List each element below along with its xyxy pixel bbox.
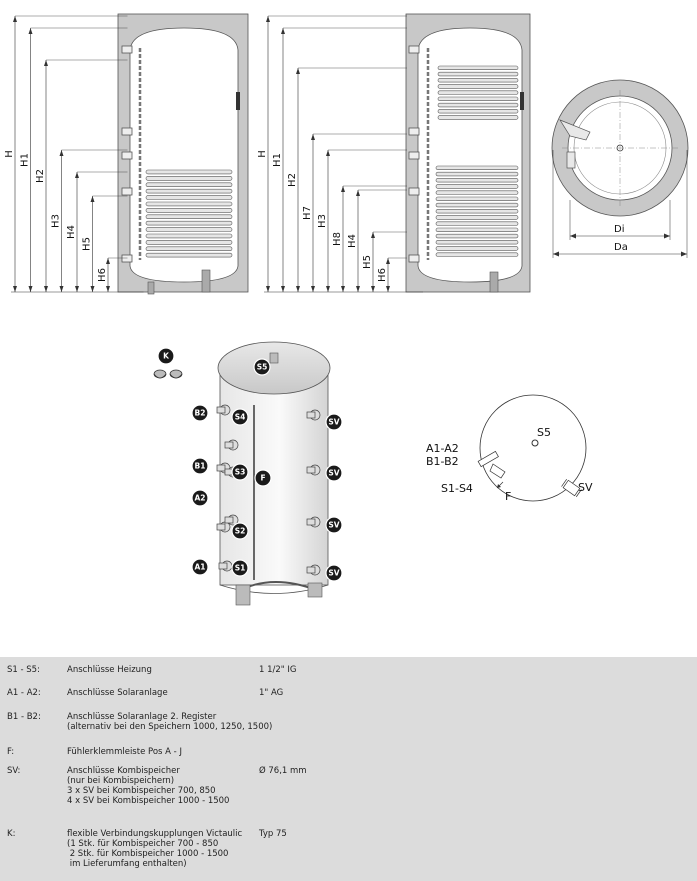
legend-description: Anschlüsse Kombispeicher: [67, 766, 180, 776]
coupling-k: [153, 369, 183, 379]
legend-description: (alternativ bei den Speichern 1000, 1250…: [67, 722, 273, 732]
badge-sv: SV: [325, 516, 343, 534]
dim-mid-h6: H6: [377, 268, 388, 282]
dim-mid-h: H: [257, 150, 268, 158]
svg-text:SV: SV: [328, 569, 339, 578]
legend-key: K:: [7, 829, 16, 839]
lower-heat-exchanger-coil: [435, 165, 519, 257]
dim-mid-h7: H7: [302, 206, 313, 220]
dim-left-h: H: [4, 150, 15, 158]
svg-text:B2: B2: [195, 409, 206, 418]
svg-text:SV: SV: [328, 418, 339, 427]
plan-label-sv: SV: [578, 481, 593, 494]
legend-key: S1 - S5:: [7, 665, 40, 675]
legend-description: 3 x SV bei Kombispeicher 700, 850: [67, 786, 216, 796]
svg-text:SV: SV: [328, 521, 339, 530]
svg-text:S4: S4: [235, 413, 246, 422]
legend-description: 2 Stk. für Kombispeicher 1000 - 1500: [67, 849, 229, 859]
badge-a2: A2: [191, 489, 209, 507]
badge-s1: S1: [231, 559, 249, 577]
badge-s5: S5: [253, 358, 271, 376]
legend-key: SV:: [7, 766, 21, 776]
svg-text:B1: B1: [195, 462, 206, 471]
badge-sv: SV: [325, 464, 343, 482]
badge-s4: S4: [231, 408, 249, 426]
badge-b2: B2: [191, 404, 209, 422]
svg-text:S1: S1: [235, 564, 246, 573]
svg-text:S5: S5: [257, 363, 268, 372]
dim-mid-h1: H1: [272, 153, 283, 167]
legend-key: B1 - B2:: [7, 712, 41, 722]
dim-mid-h8: H8: [332, 232, 343, 246]
dim-left-h4: H4: [66, 225, 77, 239]
legend-value: 1" AG: [259, 688, 284, 698]
svg-text:A2: A2: [194, 494, 205, 503]
plan-label-s5: S5: [537, 426, 551, 439]
legend-value: 1 1/2" IG: [259, 665, 297, 675]
badge-a1: A1: [191, 558, 209, 576]
legend-value: Ø 76,1 mm: [259, 766, 307, 776]
plan-label-f: F: [505, 490, 511, 503]
badge-sv: SV: [325, 564, 343, 582]
svg-text:S2: S2: [235, 527, 246, 536]
legend-key: A1 - A2:: [7, 688, 41, 698]
dim-left-h2: H2: [35, 169, 46, 183]
dim-label-di: Di: [614, 224, 624, 235]
connection-plan-view: S5 A1-A2 B1-B2 S1-S4 F SV: [426, 394, 593, 503]
badge-s2: S2: [231, 522, 249, 540]
dim-left-h5: H5: [82, 237, 93, 251]
legend-description: (1 Stk. für Kombispeicher 700 - 850: [67, 839, 219, 849]
dim-mid-h5: H5: [362, 255, 373, 269]
legend-value: Typ 75: [259, 829, 287, 839]
legend-description: Anschlüsse Solaranlage: [67, 688, 168, 698]
dim-left-h6: H6: [97, 268, 108, 282]
dim-mid-h2: H2: [287, 173, 298, 187]
dim-left-h1: H1: [20, 153, 31, 167]
plan-label-s1s4: S1-S4: [441, 482, 473, 495]
legend-description: flexible Verbindungskupplungen Victaulic: [67, 829, 243, 839]
dim-left-h3: H3: [51, 214, 62, 228]
badge-sv: SV: [325, 413, 343, 431]
badge-b1: B1: [191, 457, 209, 475]
dim-mid-h4: H4: [347, 234, 358, 248]
legend-description: 4 x SV bei Kombispeicher 1000 - 1500: [67, 796, 230, 806]
svg-text:K: K: [163, 352, 170, 361]
plan-label-a1a2: A1-A2: [426, 442, 459, 455]
dim-mid-h3: H3: [317, 214, 328, 228]
upper-heat-exchanger-coil: [437, 65, 519, 120]
legend-description: Anschlüsse Solaranlage 2. Register: [67, 712, 217, 722]
top-view-round: Di Da: [551, 79, 689, 258]
legend-table: S1 - S5: Anschlüsse Heizung 1 1/2" IG A1 - …: [0, 657, 697, 881]
plan-label-b1b2: B1-B2: [426, 455, 459, 468]
legend-description: Anschlüsse Heizung: [67, 665, 152, 675]
svg-text:SV: SV: [328, 469, 339, 478]
dim-label-da: Da: [614, 242, 628, 253]
badge-k: K: [157, 347, 175, 365]
svg-text:A1: A1: [194, 563, 205, 572]
badge-f: F: [254, 469, 272, 487]
svg-text:S3: S3: [235, 468, 246, 477]
badge-s3: S3: [231, 463, 249, 481]
heat-exchanger-coil: [145, 169, 233, 258]
legend-description: im Lieferumfang enthalten): [67, 859, 187, 869]
legend-key: F:: [7, 747, 15, 757]
legend-description: Fühlerklemmleiste Pos A - J: [67, 747, 182, 757]
svg-text:F: F: [260, 474, 265, 483]
legend-description: (nur bei Kombispeichern): [67, 776, 175, 786]
